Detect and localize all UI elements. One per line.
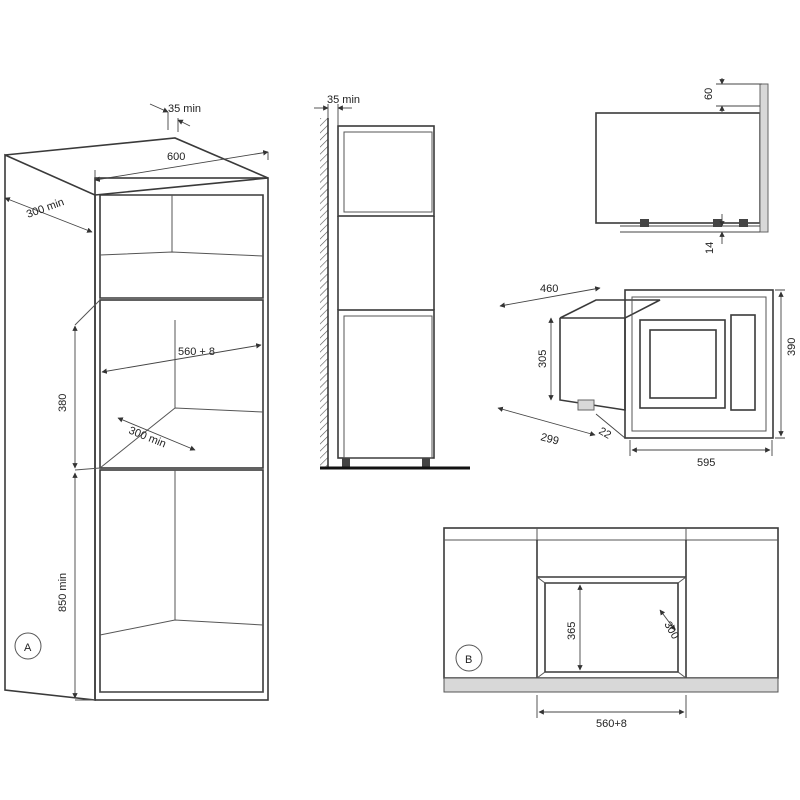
dim-iso-frame-width: 595 <box>697 457 715 469</box>
dim-a-base-height: 850 min <box>57 573 69 612</box>
dim-iso-body-depth: 299 <box>539 431 560 447</box>
dim-appliance-top: 60 <box>703 88 715 100</box>
dim-side-gap-wall: 35 min <box>327 94 360 106</box>
upper-compartment <box>99 194 264 299</box>
dim-iso-offset: 22 <box>597 425 614 442</box>
appliance-isometric-view: 460 305 299 22 595 390 <box>497 283 798 469</box>
dim-b-opening-width: 560+8 <box>596 718 627 730</box>
view-b-marker <box>455 644 483 672</box>
cabinet-front-frame <box>94 177 269 701</box>
dim-a-width: 600 <box>167 151 185 163</box>
cabinet-side-panel <box>4 153 96 701</box>
lower-compartment <box>99 469 264 693</box>
dim-a-niche-width: 560 + 8 <box>178 346 215 358</box>
view-a-cabinet: 35 min 600 300 min 560 + 8 380 300 min 8… <box>4 103 269 701</box>
wall-hatch <box>320 118 328 468</box>
view-a-marker-label: A <box>24 642 32 654</box>
dim-a-depth: 300 min <box>25 196 66 221</box>
dim-iso-depth: 460 <box>540 283 558 295</box>
view-b-niche: 365 300 560+8 B <box>443 527 779 730</box>
side-section-view: 35 min <box>314 94 470 470</box>
view-b-outer <box>443 527 779 679</box>
dim-a-niche-height: 380 <box>57 394 69 412</box>
dim-a-niche-depth: 300 min <box>127 425 168 451</box>
appliance-frame <box>624 289 774 439</box>
dim-b-opening-height: 365 <box>566 622 578 640</box>
view-b-opening <box>544 582 679 673</box>
view-a-marker <box>14 632 42 660</box>
dim-appliance-bottom: 14 <box>704 242 716 254</box>
side-upper-cabinet <box>337 125 435 217</box>
dim-iso-height: 305 <box>537 350 549 368</box>
appliance-front-panel <box>759 83 769 233</box>
appliance-side-view: 60 14 <box>595 78 769 254</box>
appliance-door <box>639 319 726 409</box>
dim-iso-frame-height: 390 <box>786 338 798 356</box>
dim-a-gap-top: 35 min <box>168 103 201 115</box>
view-b-base <box>443 677 779 693</box>
cabinet-top-face <box>4 137 269 196</box>
appliance-side-body <box>595 112 761 224</box>
side-lower-cabinet <box>337 309 435 459</box>
appliance-niche <box>99 299 264 469</box>
appliance-control-panel <box>730 314 756 411</box>
view-b-marker-label: B <box>465 654 472 666</box>
